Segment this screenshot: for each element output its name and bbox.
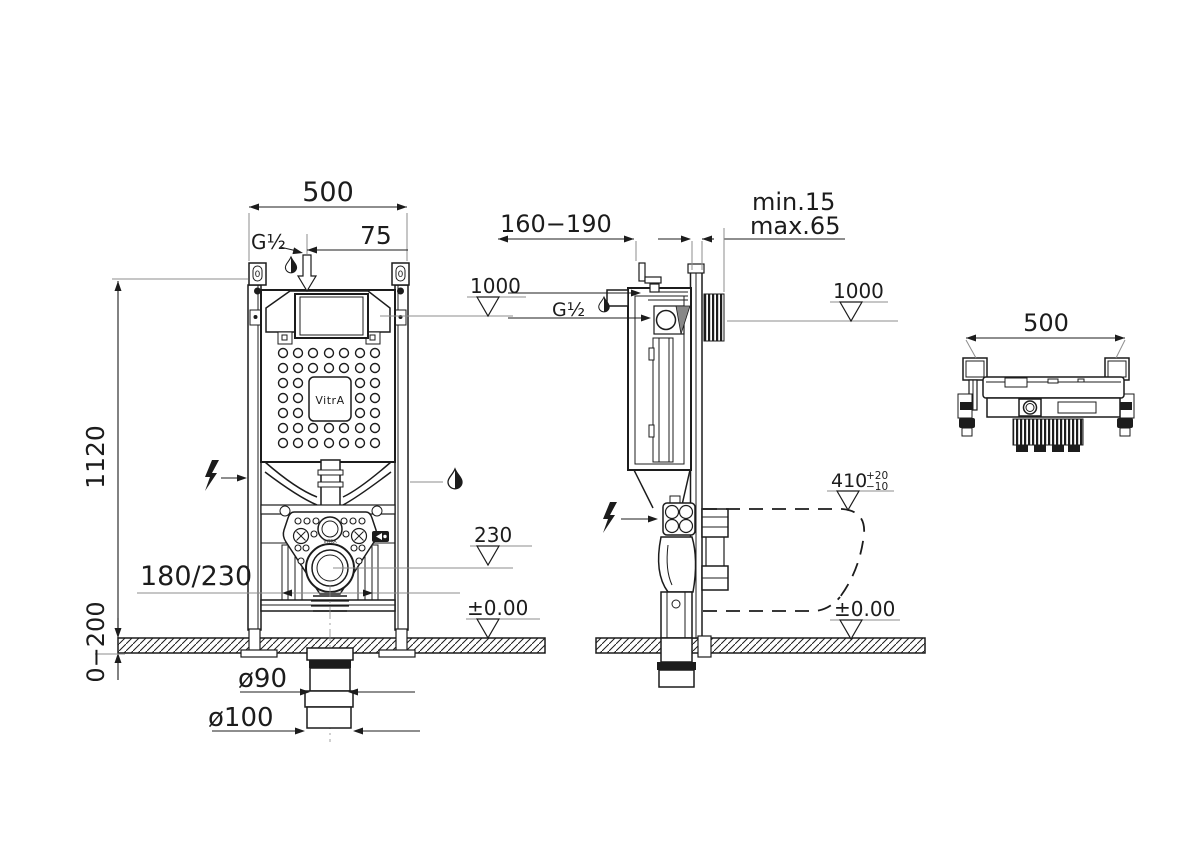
wall-finish-max: max.65	[750, 212, 840, 240]
wall-bracket-left	[248, 262, 267, 295]
side-dimensions: 160−190 min.15 max.65 G½ 1000 410 +20 −1…	[498, 188, 900, 640]
level-marker-230	[476, 545, 500, 566]
flush-plate-hole-grid	[277, 347, 381, 449]
front-dimensions: 500 75 G½ 1000 1120 180/230 230	[81, 177, 540, 735]
level-1000-side: 1000	[833, 279, 884, 303]
top-frame-channel	[1012, 418, 1084, 452]
inlet-valve	[655, 309, 677, 331]
bowl-height-tolerance-plus: +20	[866, 470, 888, 482]
inlet-thread-label-side: G½	[552, 299, 585, 321]
front-width-dimension: 500	[302, 177, 354, 208]
top-flush-port	[1022, 400, 1038, 415]
supply-arrow-icon	[296, 254, 318, 293]
inlet-offset-dimension: 75	[360, 221, 392, 250]
front-view: 0 0 VitrA	[81, 177, 546, 742]
water-drop-icon	[284, 256, 298, 274]
plate-logo-text: VitrA	[315, 394, 344, 407]
water-drop-icon-drain	[447, 468, 463, 490]
drain-diameter-90: ø90	[238, 664, 287, 694]
depth-dimension: 160−190	[500, 210, 612, 238]
flush-pipe-side	[652, 337, 674, 463]
screw-right	[350, 527, 368, 545]
wall-finish-panel	[703, 293, 725, 342]
bracket-scale-left-label: 0	[255, 270, 261, 280]
top-cistern-body	[982, 376, 1125, 418]
screw-left	[292, 527, 310, 545]
bowl-height-tolerance-minus: −10	[866, 481, 888, 493]
level-marker-1000-front	[476, 296, 500, 317]
lightning-icon-side	[603, 502, 617, 533]
level-marker-410	[836, 490, 860, 511]
cistern-body	[260, 289, 396, 463]
arrow-tag-icon	[372, 531, 389, 542]
bracket-scale-right-label: 0	[398, 270, 404, 280]
wall-finish-min: min.15	[752, 188, 835, 216]
bowl-connection	[701, 508, 729, 591]
floor-slab-side	[595, 637, 926, 654]
drain-diameter-100: ø100	[208, 703, 274, 733]
flush-bend	[264, 459, 392, 509]
outlet-pipe-front	[304, 585, 354, 742]
inlet-thread-label-front: G½	[251, 230, 286, 254]
level-zero-side: ±0.00	[834, 597, 895, 621]
level-marker-zero-front	[476, 618, 500, 639]
supply-pipe-bend	[638, 262, 646, 282]
side-cistern	[606, 262, 696, 536]
wc-bowl-outline	[703, 508, 865, 612]
bowl-height-dimension: 410	[831, 470, 867, 492]
side-drain	[657, 536, 697, 688]
top-view: 500	[957, 309, 1135, 452]
level-marker-zero-side	[839, 619, 863, 640]
level-marker-1000-side	[839, 301, 863, 322]
top-width-dimension: 500	[1023, 309, 1069, 337]
plate-mark-text: VITRA	[323, 539, 337, 545]
level-230: 230	[474, 523, 512, 547]
level-1000-front: 1000	[470, 274, 521, 298]
flush-plate	[308, 376, 352, 422]
drain-offset-dimension: 180/230	[140, 561, 252, 592]
top-dimensions: 500	[965, 309, 1126, 359]
wall-bracket-right	[391, 262, 410, 295]
frame-height-dimension: 1120	[81, 425, 110, 489]
floor-thickness-dimension: 0−200	[82, 601, 110, 682]
frame-feet	[240, 628, 416, 658]
lightning-icon-front	[205, 460, 219, 491]
access-window	[294, 293, 369, 339]
side-view: 160−190 min.15 max.65 G½ 1000 410 +20 −1…	[498, 188, 926, 688]
level-zero-front: ±0.00	[467, 596, 528, 620]
